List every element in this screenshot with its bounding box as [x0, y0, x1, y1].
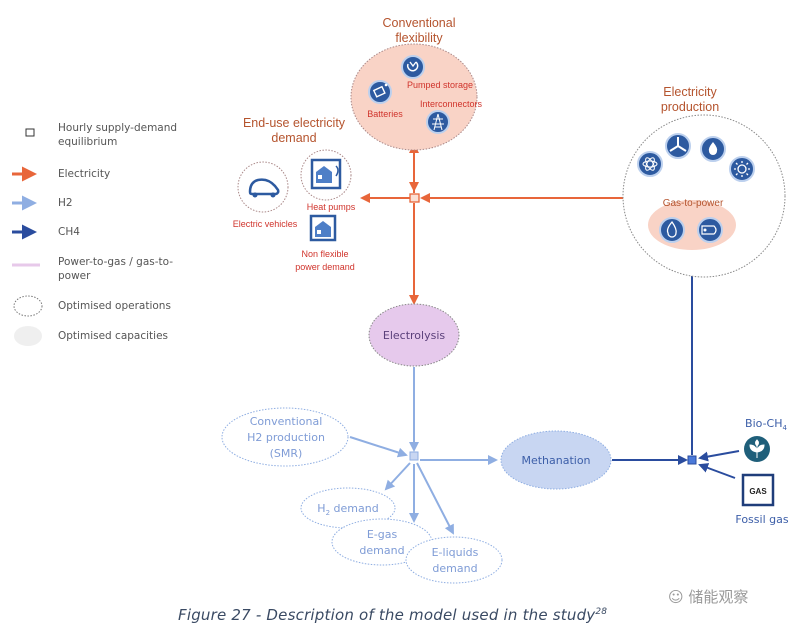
heat-pumps-icon: [300, 149, 352, 201]
watermark: ☺ 储能观察: [668, 588, 749, 606]
fossil-gas-node[interactable]: GAS Fossil gas: [735, 473, 789, 526]
legend-hourly-square-icon: [25, 128, 35, 137]
nuclear-icon: [637, 151, 663, 177]
legend-ch4-label: CH4: [58, 226, 80, 238]
h2-flows: [349, 367, 498, 535]
legend-optimised-capacities-icon: [14, 326, 42, 346]
interconnectors-label: Interconnectors: [420, 99, 483, 109]
smr-label-line3: (SMR): [270, 447, 303, 460]
figure-caption: Figure 27 - Description of the model use…: [178, 606, 608, 624]
batteries-label: Batteries: [367, 109, 403, 119]
solar-icon: [729, 156, 755, 182]
fossil-gas-label: Fossil gas: [735, 513, 788, 526]
ch4-flows: [612, 250, 740, 479]
legend-operations-label: Optimised operations: [58, 300, 171, 312]
heat-pumps-label: Heat pumps: [307, 202, 356, 212]
electricity-flows: [360, 143, 624, 305]
bio-ch4-node[interactable]: Bio-CH4: [744, 417, 788, 462]
egas-demand-node[interactable]: E-gas demand: [331, 518, 433, 566]
pumped-storage-label: Pumped storage: [407, 80, 473, 90]
flexibility-title-line2: flexibility: [395, 31, 443, 45]
conventional-h2-node[interactable]: Conventional H2 production (SMR): [221, 407, 349, 467]
conventional-flexibility-node[interactable]: Conventional flexibility Pumped storage …: [350, 16, 483, 151]
methanation-node[interactable]: Methanation: [500, 430, 612, 490]
bio-ch4-label: Bio-CH4: [745, 417, 787, 432]
flow-smr-to-h2hub: [349, 436, 408, 458]
legend-capacities-label: Optimised capacities: [58, 330, 169, 342]
legend: [12, 128, 43, 346]
end-use-title-line2: demand: [271, 131, 316, 145]
flow-to-eliquids-demand: [416, 462, 454, 535]
electricity-production-node[interactable]: Electricity production Gas-to-power: [622, 85, 786, 278]
end-use-electricity-demand-node[interactable]: End-use electricity demand Electric vehi…: [233, 116, 356, 272]
wechat-icon: ☺: [668, 588, 689, 606]
gas-to-power-label: Gas-to-power: [663, 198, 724, 209]
smr-label-line2: H2 production: [247, 431, 325, 444]
interconnectors-icon: [426, 110, 450, 134]
smr-label-line1: Conventional: [250, 415, 323, 428]
batteries-icon: [368, 80, 392, 104]
gas-turbine-icon: [697, 217, 723, 243]
non-flexible-demand-icon: [309, 214, 337, 242]
flow-fossil-to-ch4hub: [698, 463, 736, 479]
end-use-title-line1: End-use electricity: [243, 116, 346, 130]
electricity-hub-square: [409, 193, 420, 203]
gas-flame-icon: [659, 217, 685, 243]
gas-box-icon: [741, 473, 775, 507]
gas-box-text: GAS: [749, 487, 767, 496]
ch4-hub-square: [687, 455, 697, 465]
electric-vehicles-label: Electric vehicles: [233, 219, 298, 229]
electric-vehicles-icon: [237, 161, 289, 213]
production-title-line2: production: [661, 100, 719, 114]
flow-bio-to-ch4hub: [698, 450, 740, 462]
eliquids-label-line1: E-liquids: [432, 546, 479, 559]
legend-electricity-label: Electricity: [58, 168, 111, 180]
legend-h2-label: H2: [58, 197, 73, 209]
h2-hub-square: [409, 451, 419, 461]
legend-p2g-label: Power-to-gas / gas-to-power: [58, 256, 174, 282]
electrolysis-node[interactable]: Electrolysis: [368, 303, 460, 367]
eliquids-demand-node[interactable]: E-liquids demand: [405, 536, 503, 584]
legend-optimised-operations-icon: [13, 295, 43, 317]
h2-demand-node[interactable]: H2 demand: [300, 487, 396, 529]
plant-icon: [744, 436, 770, 462]
non-flexible-label-line1: Non flexible: [301, 249, 348, 259]
hydro-icon: [700, 136, 726, 162]
production-title-line1: Electricity: [663, 85, 717, 99]
wind-icon: [665, 133, 691, 159]
flow-to-h2-demand: [384, 462, 411, 491]
flexibility-title-line1: Conventional: [383, 16, 456, 30]
h2-demand-label: H2 demand: [317, 502, 378, 517]
eliquids-label-line2: demand: [432, 562, 477, 575]
egas-label-line1: E-gas: [367, 528, 398, 541]
production-circle: [622, 114, 786, 278]
pumped-storage-icon: [401, 55, 425, 79]
egas-label-line2: demand: [359, 544, 404, 557]
methanation-label: Methanation: [521, 454, 590, 467]
electrolysis-label: Electrolysis: [383, 329, 445, 342]
non-flexible-label-line2: power demand: [295, 262, 355, 272]
